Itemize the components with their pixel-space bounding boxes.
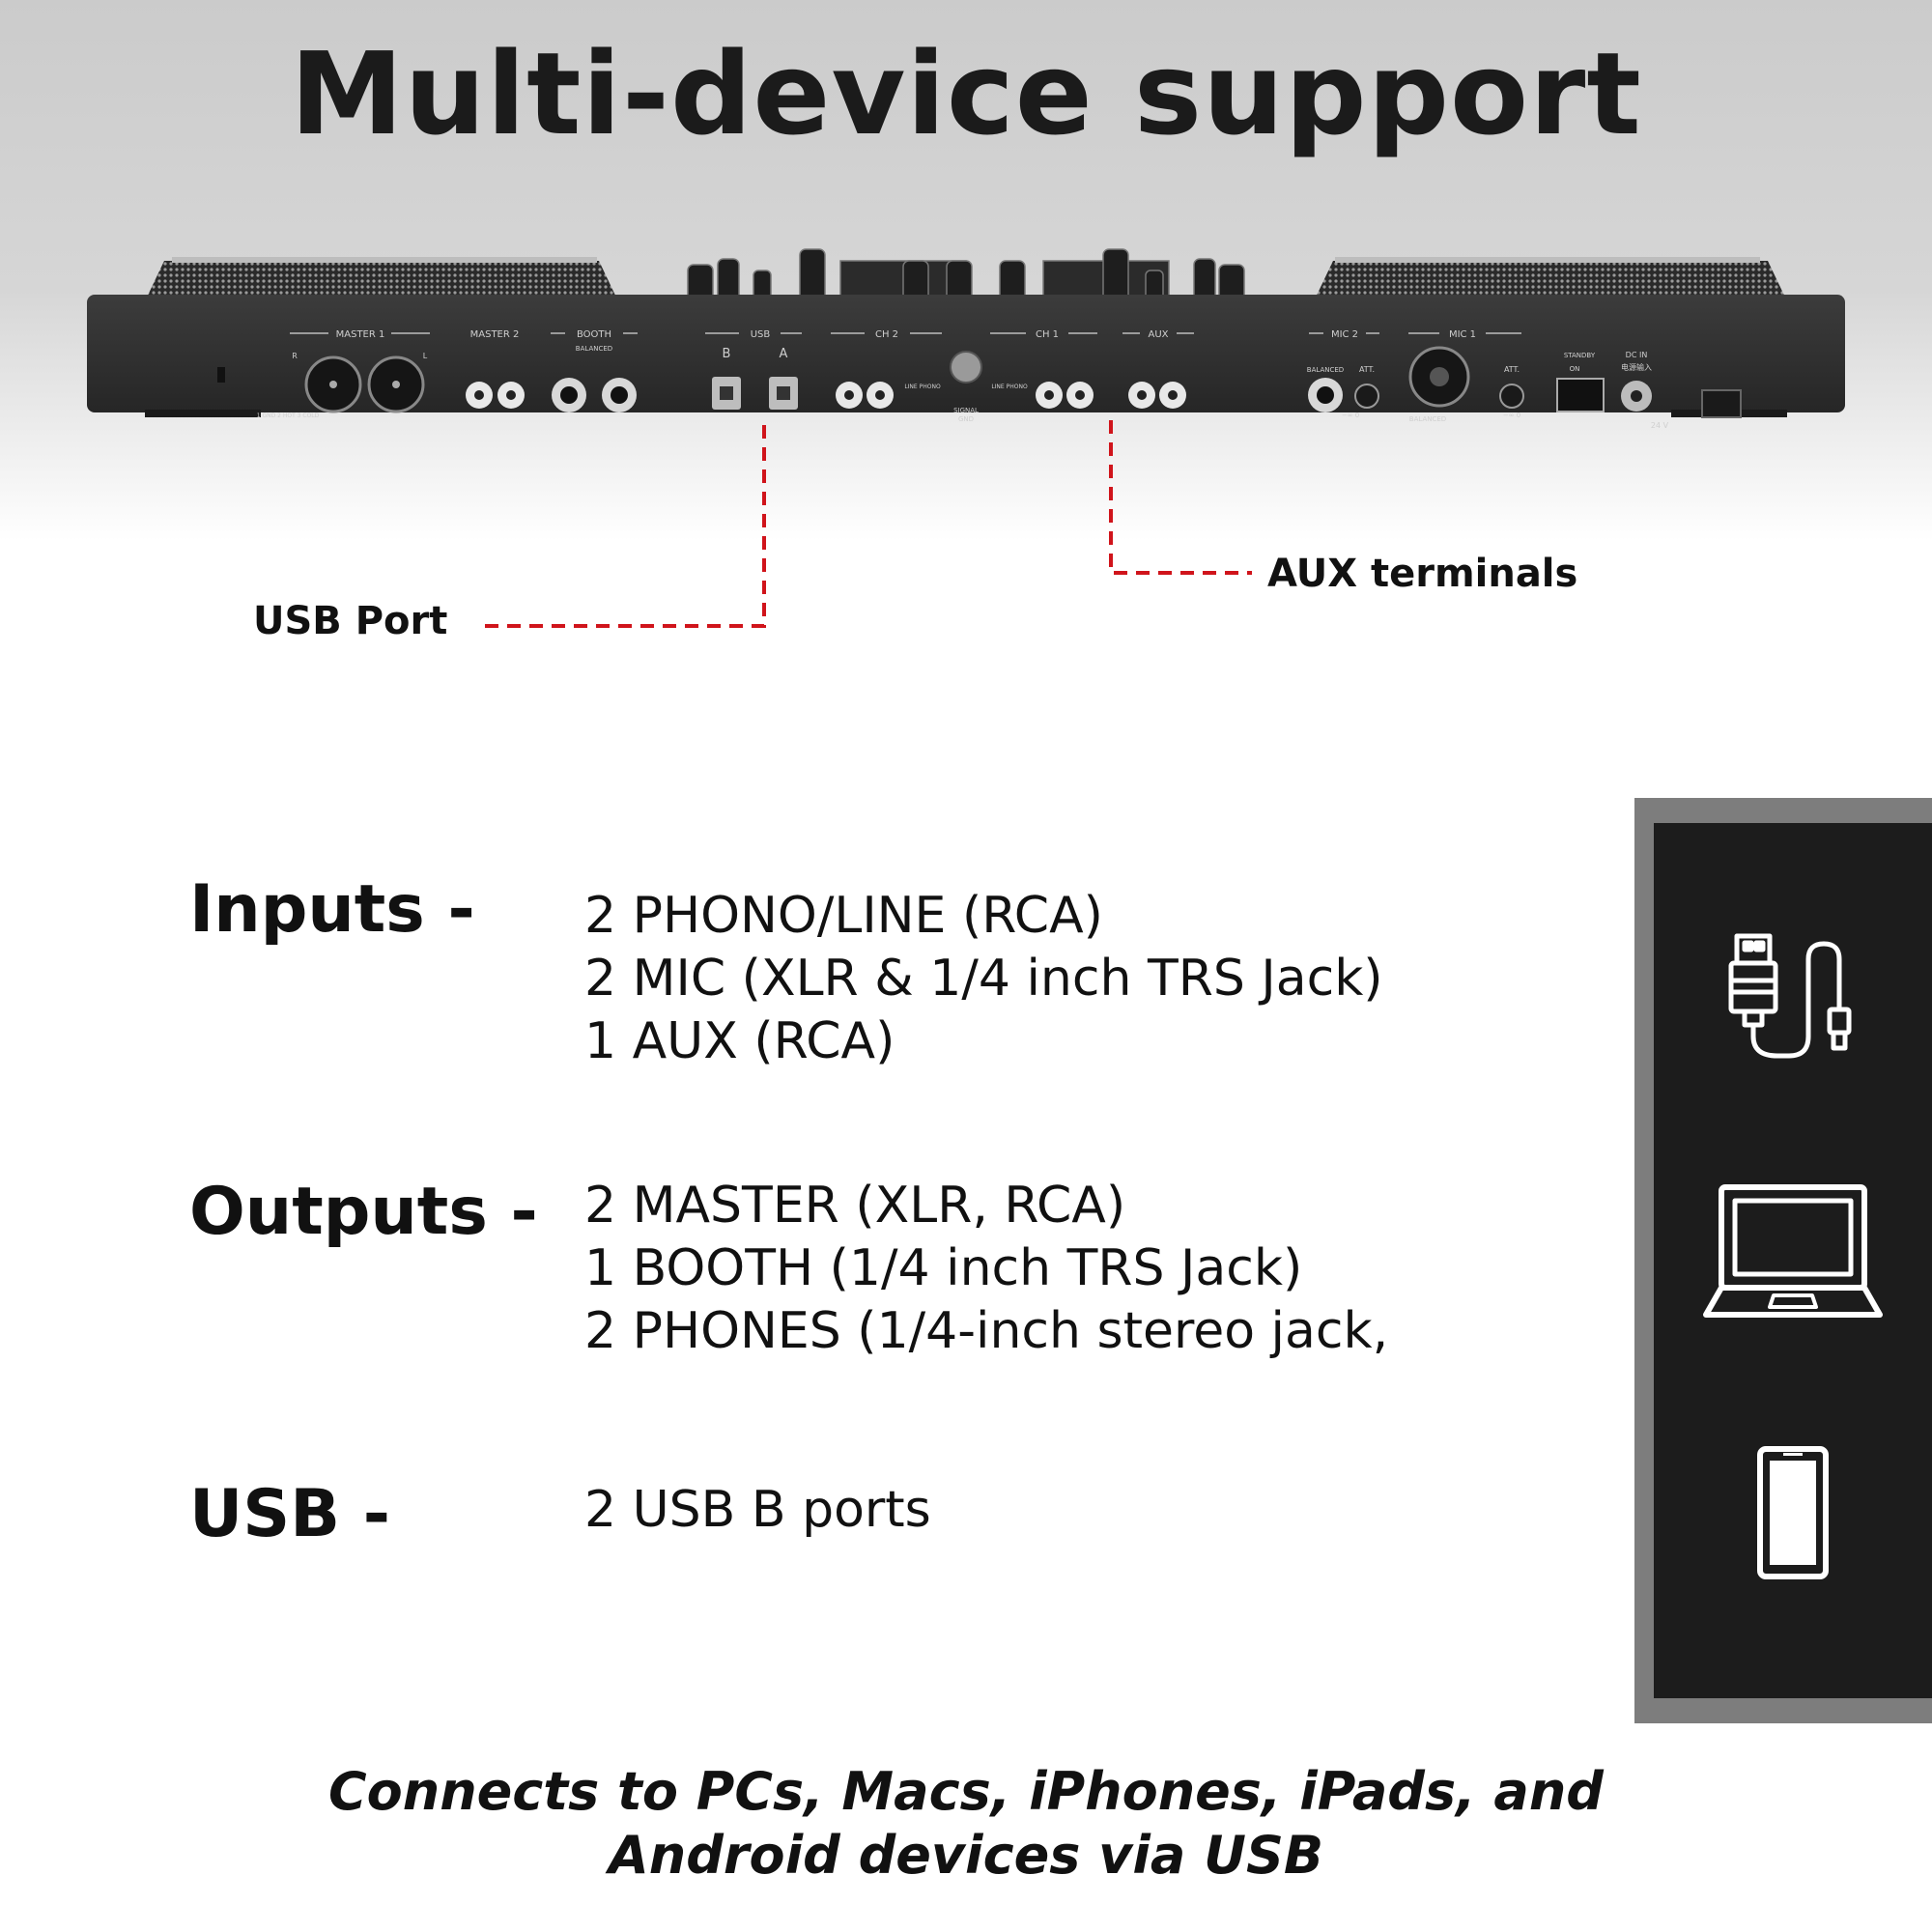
usb-b-label: B (723, 347, 731, 361)
xlr-pin-map: 1 GND 2 HOT 3 COLD (257, 412, 320, 419)
spec-line: 2 MIC (XLR & 1/4 inch TRS Jack) (584, 950, 1383, 1008)
spec-line: 2 PHONES (1/4-inch stereo jack, (584, 1302, 1389, 1360)
signal-label: SIGNAL (953, 407, 979, 414)
ch2-label: CH 2 (875, 329, 898, 340)
on-label: ON (1570, 365, 1580, 373)
signal-gnd-screw (950, 351, 982, 384)
usb-cable-icon (1728, 933, 1852, 1059)
dc-in-jack (1621, 381, 1652, 412)
right-platter (1314, 261, 1787, 301)
master1-r-label: R (292, 352, 298, 360)
mic1-combo-jack-and-knob (1408, 346, 1524, 409)
standby-label: STANDBY (1564, 352, 1596, 359)
mic1-label: MIC 1 (1449, 329, 1476, 340)
ch2-rca-connectors (836, 382, 894, 409)
ch1-label: CH 1 (1036, 329, 1059, 340)
master1-l-label: L (423, 352, 428, 360)
mic1-att-range: −∞ 0 (1503, 412, 1520, 419)
master2-label: MASTER 2 (470, 329, 520, 340)
footer-line-2: Android devices via USB (609, 1825, 1323, 1886)
aux-label: AUX (1148, 329, 1168, 340)
balanced-label: BALANCED (576, 345, 612, 353)
voltage-label: 24 V (1651, 421, 1669, 430)
inputs-heading: Inputs - (189, 871, 475, 948)
usb-list: 2 USB B ports (584, 1479, 931, 1542)
aux-terminals-label: AUX terminals (1267, 552, 1578, 596)
usb-heading: USB - (189, 1476, 390, 1552)
dj-controller-rear-panel: MASTER 1 MASTER 2 BOOTH BALANCED USB B A… (87, 248, 1845, 430)
page-title: Multi-device support (290, 27, 1642, 160)
usb-a-label: A (780, 347, 788, 361)
usb-b-ports (712, 377, 798, 410)
booth-label: BOOTH (577, 329, 611, 340)
mic1-att-label: ATT. (1504, 365, 1520, 374)
ch1-line-phono-label: LINE PHONO (991, 384, 1028, 390)
master1-label: MASTER 1 (336, 329, 385, 340)
outputs-heading: Outputs - (189, 1174, 538, 1250)
mic2-label: MIC 2 (1331, 329, 1358, 340)
mic1-balanced-label: BALANCED (1409, 415, 1446, 423)
spec-line: 2 MASTER (XLR, RCA) (584, 1177, 1126, 1235)
master2-rca-connectors (466, 382, 525, 409)
aux-rca-connectors (1128, 382, 1186, 409)
spec-line: 2 USB B ports (584, 1481, 931, 1539)
laptop-icon (1703, 1184, 1883, 1318)
usb-port-label: USB Port (253, 599, 448, 643)
callout-lines (477, 420, 1252, 628)
footer-line-1: Connects to PCs, Macs, iPhones, iPads, a… (328, 1761, 1604, 1822)
power-switch (1556, 378, 1605, 412)
dc-cn-label: 电源输入 (1621, 362, 1652, 372)
left-platter (145, 261, 618, 301)
master1-xlr-connectors (304, 355, 425, 413)
cable-hook (1701, 389, 1742, 418)
outputs-list: 2 MASTER (XLR, RCA) 1 BOOTH (1/4 inch TR… (584, 1175, 1388, 1363)
inputs-list: 2 PHONO/LINE (RCA) 2 MIC (XLR & 1/4 inch… (584, 885, 1383, 1073)
ch2-line-phono-label: LINE PHONO (904, 384, 941, 390)
usb-port-callout-line (477, 425, 766, 628)
mic2-balanced-label: BALANCED (1307, 366, 1344, 374)
spec-line: 1 BOOTH (1/4 inch TRS Jack) (584, 1239, 1303, 1297)
gnd-label: GND (958, 415, 974, 423)
smartphone-icon (1757, 1446, 1829, 1579)
booth-trs-jacks (552, 378, 637, 412)
aux-callout-line (1109, 420, 1252, 575)
usb-label: USB (751, 329, 771, 340)
mic2-att-label: ATT. (1359, 365, 1375, 374)
footer-text: Connects to PCs, Macs, iPhones, iPads, a… (0, 1760, 1932, 1888)
ch1-rca-connectors (1036, 382, 1094, 409)
kensington-slot (217, 367, 225, 383)
mic2-jack-and-knob (1308, 378, 1379, 412)
mic2-att-range: −∞ 0 (1342, 412, 1359, 419)
spec-line: 1 AUX (RCA) (584, 1012, 895, 1070)
spec-line: 2 PHONO/LINE (RCA) (584, 887, 1103, 945)
dc-in-label: DC IN (1626, 351, 1648, 359)
